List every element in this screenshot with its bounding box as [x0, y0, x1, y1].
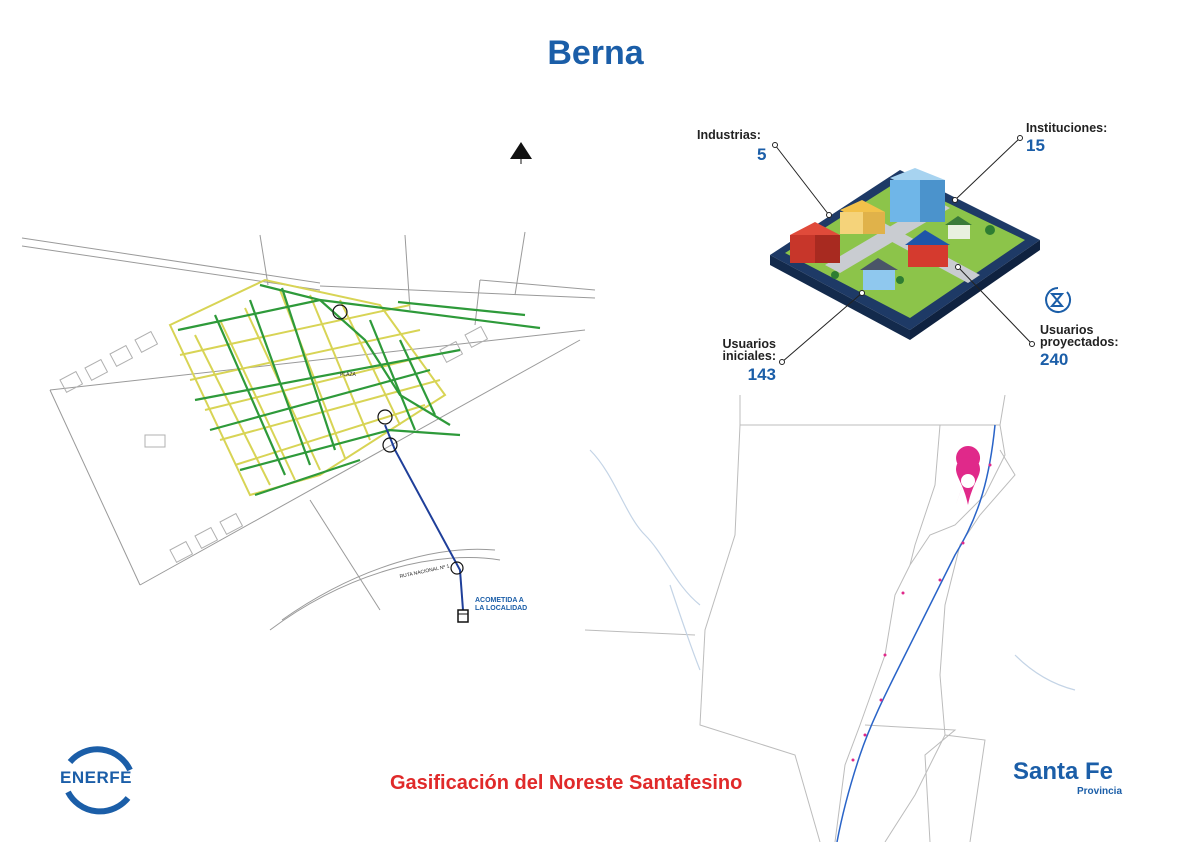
- cadastral-lines: [21, 231, 596, 631]
- instituciones-label: Instituciones:: [1026, 121, 1108, 135]
- rivers-background: [589, 449, 1076, 691]
- usuarios-iniciales-label-1: Usuarios: [722, 337, 777, 351]
- valve-circles: [332, 304, 464, 575]
- usuarios-proyectados-label-2: proyectados:: [1040, 335, 1119, 349]
- usuarios-proyectados-value: 240: [1040, 350, 1069, 369]
- enerfe-logo-text: ENERFE: [60, 768, 132, 787]
- office-tower-icon: [890, 168, 945, 222]
- santafe-logo-subtext: Provincia: [1077, 786, 1123, 797]
- industrias-value: 5: [757, 145, 767, 164]
- shop-icon: [840, 200, 885, 234]
- outer-blocks: [59, 325, 489, 564]
- house-red-icon: [905, 230, 950, 267]
- plaza-label: PLAZA: [340, 372, 357, 378]
- usuarios-iniciales-value: 143: [747, 365, 776, 384]
- locality-dots: [851, 463, 992, 762]
- usuarios-iniciales-label-2: iniciales:: [722, 349, 777, 363]
- page-title: Berna: [547, 34, 644, 72]
- town-network-map: PLAZA RUTA NACIONAL Nº 1 ACOMETIDA A LA …: [21, 142, 596, 631]
- river-main-line: [836, 424, 996, 842]
- boundary-lines: [585, 395, 1016, 842]
- instituciones-value: 15: [1026, 136, 1045, 155]
- hourglass-icon: [1045, 287, 1072, 313]
- house-green-icon: [945, 216, 972, 239]
- north-arrow-icon: [510, 142, 532, 164]
- location-marker-icon: [956, 446, 981, 505]
- house-blue-icon: [860, 258, 898, 290]
- industrias-label: Industrias:: [697, 128, 761, 142]
- enerfe-logo-ring: [65, 746, 133, 815]
- region-map: [585, 395, 1076, 842]
- project-title: Gasificación del Noreste Santafesino: [390, 772, 743, 794]
- green-network: [177, 283, 541, 497]
- city-illustration: [770, 168, 1040, 340]
- connection-label-2: LA LOCALIDAD: [475, 605, 527, 612]
- factory-icon: [790, 222, 840, 263]
- usuarios-proyectados-label-1: Usuarios: [1040, 323, 1094, 337]
- connection-label-1: ACOMETIDA A: [475, 597, 524, 604]
- santafe-logo-text: Santa Fe: [1013, 758, 1114, 785]
- meter-station-icon: [457, 609, 469, 623]
